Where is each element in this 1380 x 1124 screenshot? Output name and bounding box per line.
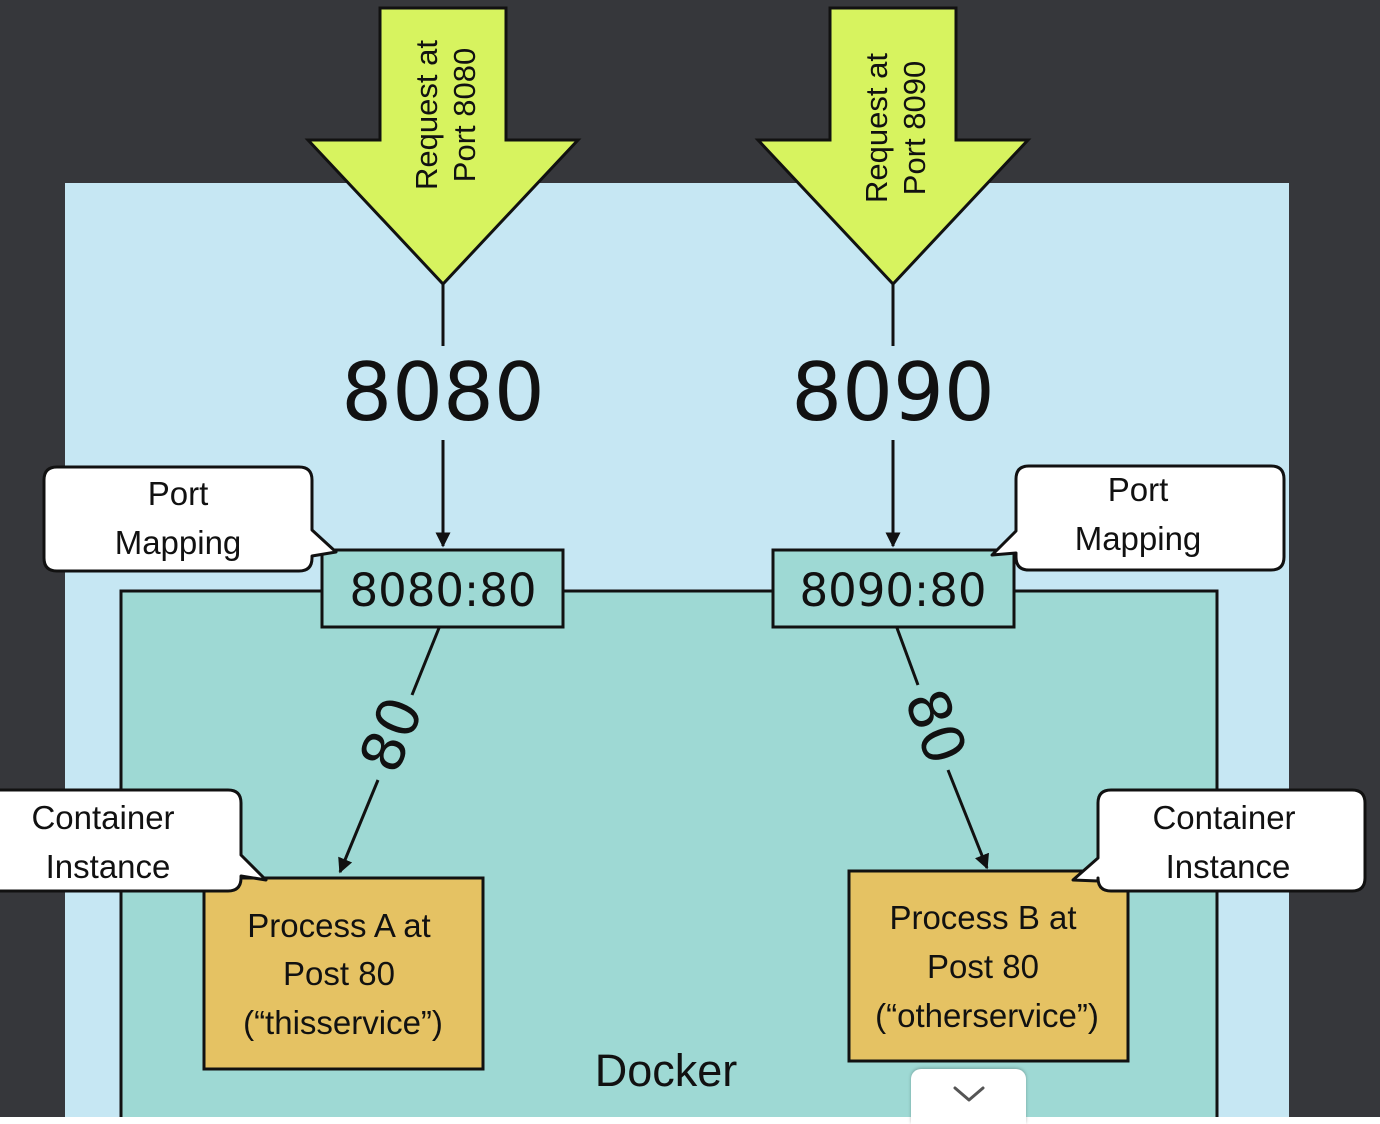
request-label-line1: Request at [859, 53, 894, 203]
process-text: (“otherservice”) [875, 997, 1099, 1034]
container-instance-callout [1071, 788, 1367, 893]
process-text: (“thisservice”) [243, 1004, 443, 1041]
scroll-down-button[interactable] [911, 1069, 1026, 1124]
request-label-line1: Request at [409, 40, 444, 190]
request-arrow-8090 [754, 6, 1032, 287]
process-box [202, 876, 485, 1071]
process-text: Process B at [889, 899, 1076, 936]
mapping-label: 8080:80 [350, 564, 537, 617]
container-instance-callout [0, 788, 268, 893]
host-port-label: 8080 [341, 346, 545, 439]
callout-text: Container [1152, 799, 1295, 836]
request-arrow-8080 [304, 6, 582, 287]
process-text: Process A at [247, 907, 430, 944]
process-text: Post 80 [283, 955, 395, 992]
container-connector [338, 779, 380, 874]
request-label-line2: Port 8090 [897, 61, 932, 195]
bottom-bar [0, 1117, 1380, 1124]
callout-text: Port [1108, 471, 1169, 508]
process-text: Post 80 [927, 948, 1039, 985]
container-connector [946, 769, 989, 870]
port-mapping-callout [990, 464, 1286, 572]
callout-text: Port [148, 475, 209, 512]
callout-text: Container [31, 799, 174, 836]
container-connector [410, 627, 441, 696]
mapping-box [771, 548, 1016, 629]
callout-text: Mapping [1075, 520, 1202, 557]
container-connector [895, 627, 920, 686]
callout-text: Mapping [115, 524, 242, 561]
process-box [847, 869, 1130, 1063]
chevron-down-icon [952, 1084, 986, 1109]
callout-text: Instance [1166, 848, 1291, 885]
mapping-label: 8090:80 [800, 564, 987, 617]
callout-text: Instance [46, 848, 171, 885]
docker-label: Docker [595, 1045, 738, 1096]
port-mapping-callout [42, 465, 338, 573]
request-label-line2: Port 8080 [447, 48, 482, 182]
host-port-label: 8090 [791, 346, 995, 439]
mapping-box [320, 548, 565, 629]
